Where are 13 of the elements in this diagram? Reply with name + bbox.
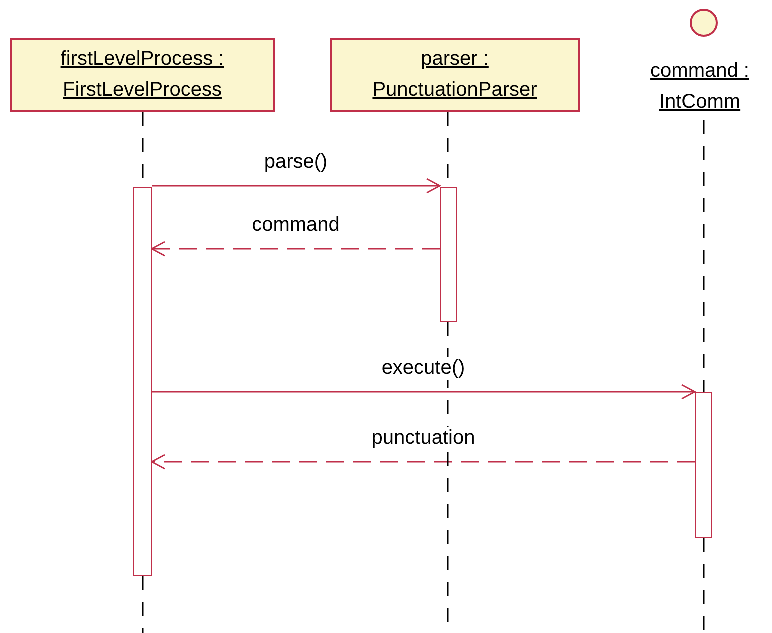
message-arrow [152,384,696,400]
object-box [330,38,580,112]
activation-bar [133,187,152,576]
return-arrow [151,241,440,257]
object-name: command : IntComm [650,59,750,115]
object-box [10,38,275,112]
return-arrow [151,454,695,470]
activation-bar [440,187,457,322]
activation-bar [695,392,712,538]
message-arrow [152,178,441,194]
object-name: parser : PunctuationParser [372,47,538,103]
lifeline [703,120,705,392]
object-name: firstLevelProcess : FirstLevelProcess [60,47,226,103]
